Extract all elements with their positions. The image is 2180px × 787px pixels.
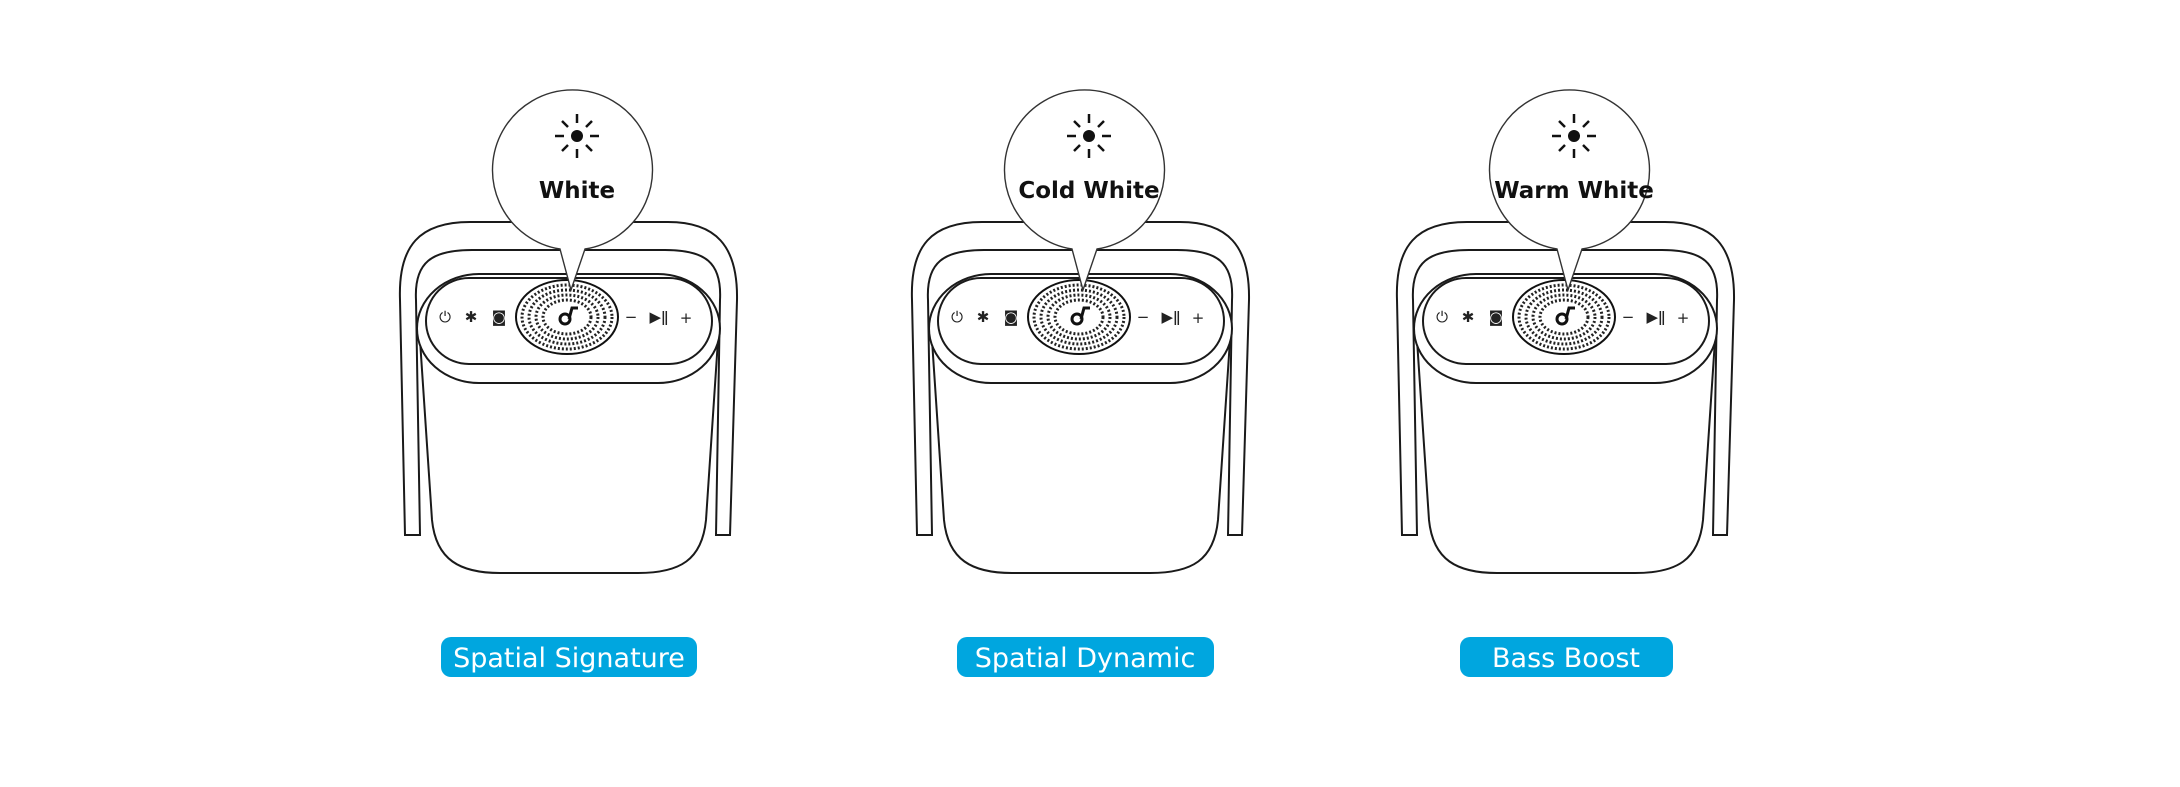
minus-icon: − xyxy=(1137,308,1150,326)
sound-mode-label: Bass Boost xyxy=(1492,643,1640,674)
minus-icon: − xyxy=(625,308,638,326)
power-icon: ⏻ xyxy=(951,308,963,326)
speaker-buttons: ⏻ ✱ ◙ − ▶ǁ + xyxy=(1436,308,1689,327)
bluetooth-icon: ✱ xyxy=(465,308,478,326)
power-icon: ⏻ xyxy=(1436,308,1448,326)
light-icon: ◙ xyxy=(1004,308,1019,326)
speaker-buttons: ⏻ ✱ ◙ − ▶ǁ + xyxy=(439,308,692,327)
speaker-mode-2: ⏻ ✱ ◙ − ▶ǁ + Cold White Spatial Dynamic xyxy=(910,89,1251,677)
light-mode-label: Cold White xyxy=(1018,178,1159,204)
light-icon: ◙ xyxy=(1489,308,1504,326)
play-pause-icon: ▶ǁ xyxy=(1647,308,1666,326)
speaker-mode-1: ⏻ ✱ ◙ − ▶ǁ + White Spatial Signature xyxy=(398,89,739,677)
speaker-mode-3: ⏻ ✱ ◙ − ▶ǁ + Warm White Bass Boost xyxy=(1395,89,1736,677)
play-pause-icon: ▶ǁ xyxy=(650,308,669,326)
light-mode-label: Warm White xyxy=(1494,178,1654,204)
speaker-buttons: ⏻ ✱ ◙ − ▶ǁ + xyxy=(951,308,1204,327)
bluetooth-icon: ✱ xyxy=(1462,308,1475,326)
sound-mode-label: Spatial Signature xyxy=(453,643,685,674)
sound-mode-label: Spatial Dynamic xyxy=(975,643,1196,674)
sound-mode-badge xyxy=(1460,637,1673,677)
plus-icon: + xyxy=(1677,309,1690,327)
plus-icon: + xyxy=(1192,309,1205,327)
sound-mode-badge xyxy=(957,637,1214,677)
play-pause-icon: ▶ǁ xyxy=(1162,308,1181,326)
power-icon: ⏻ xyxy=(439,308,451,326)
sound-mode-badge xyxy=(441,637,697,677)
plus-icon: + xyxy=(680,309,693,327)
light-mode-label: White xyxy=(539,178,615,204)
minus-icon: − xyxy=(1622,308,1635,326)
light-icon: ◙ xyxy=(492,308,507,326)
bluetooth-icon: ✱ xyxy=(977,308,990,326)
